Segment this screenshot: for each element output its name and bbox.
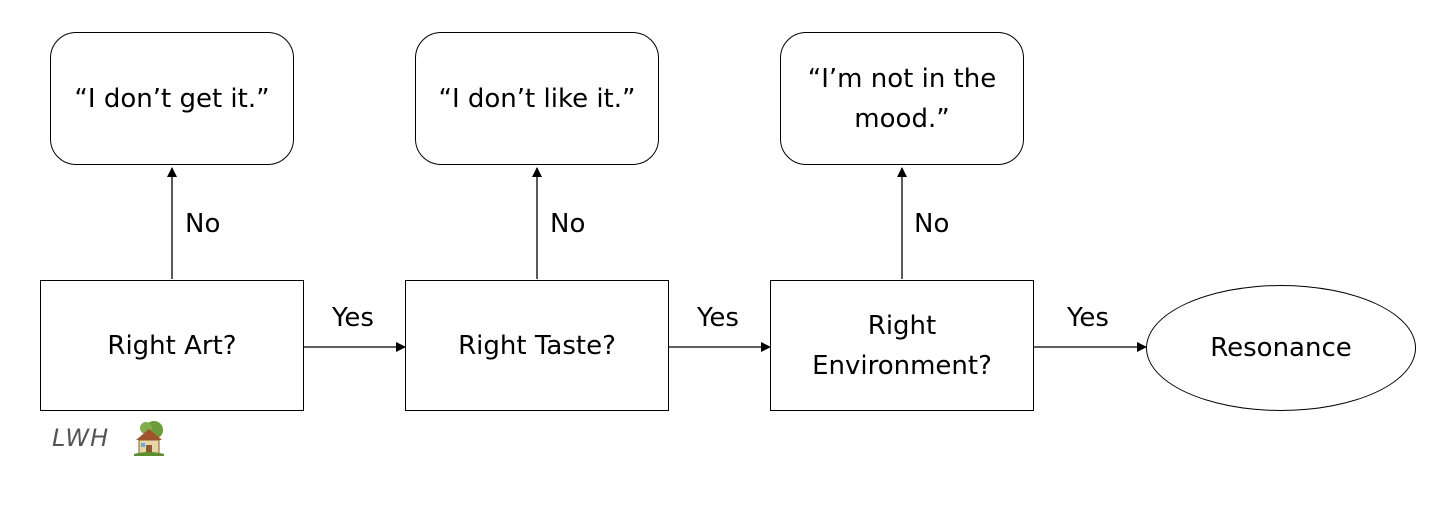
- edge-label-no-2: No: [550, 209, 586, 239]
- house-tree-icon: [134, 421, 164, 456]
- decision-right-environment: Right Environment?: [770, 280, 1034, 411]
- edge-label-no-3: No: [914, 209, 950, 239]
- edge-label-yes-2: Yes: [697, 303, 739, 333]
- decision-right-environment-text-line1: Right: [867, 310, 937, 341]
- decision-right-art-text: Right Art?: [107, 330, 237, 361]
- logo-text: LWH: [52, 424, 110, 452]
- logo: LWH: [52, 420, 172, 460]
- decision-right-art: Right Art?: [40, 280, 304, 411]
- outcome-dont-like-it: “I don’t like it.”: [415, 32, 659, 165]
- decision-right-environment-text-line2: Environment?: [812, 350, 992, 381]
- decision-right-taste: Right Taste?: [405, 280, 669, 411]
- edge-label-yes-3: Yes: [1067, 303, 1109, 333]
- edge-label-yes-1: Yes: [332, 303, 374, 333]
- terminal-resonance-text: Resonance: [1210, 333, 1352, 363]
- outcome-dont-get-it: “I don’t get it.”: [50, 32, 294, 165]
- outcome-not-in-mood: “I’m not in the mood.”: [780, 32, 1024, 165]
- outcome-not-in-mood-text-line1: “I’m not in the: [807, 63, 997, 94]
- outcome-dont-like-it-text: “I don’t like it.”: [438, 83, 636, 114]
- decision-right-taste-text: Right Taste?: [458, 330, 616, 361]
- outcome-not-in-mood-text-line2: mood.”: [854, 103, 950, 134]
- edge-label-no-1: No: [185, 209, 221, 239]
- outcome-dont-get-it-text: “I don’t get it.”: [74, 83, 270, 114]
- terminal-resonance: Resonance: [1146, 285, 1416, 411]
